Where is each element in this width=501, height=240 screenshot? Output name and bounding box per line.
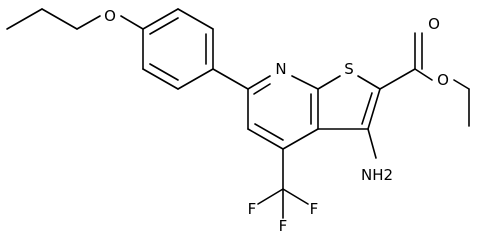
bond-ether-ring [120,15,144,30]
bond-thio-2 [357,75,381,90]
atom-label-fluorine-1: F [248,200,257,218]
bond-ester-1 [379,68,416,90]
bond-thio-3 [367,88,381,130]
atom-label-fluorine-2: F [310,200,319,218]
atom-label-carbonyl-oxygen: O [428,15,440,33]
atom-label-ring-sulfur: S [344,60,354,78]
bond-ester-2 [414,68,433,81]
bond-pyr-2 [291,75,319,90]
bond-propyl-1 [6,8,43,30]
atom-label-ether-oxygen: O [104,7,116,25]
bond-pyr-double-1 [253,83,271,95]
bond-cf3-f1 [257,188,284,205]
atom-label-fluorine-3: F [279,217,288,235]
bond-pyr-4 [282,128,319,150]
bond-phenyl-double-3 [149,63,179,81]
bond-pyr-5 [247,128,284,150]
bond-propyl-2 [41,8,78,30]
bond-thio-double [361,92,373,125]
bond-phenyl-2 [177,8,214,30]
bond-ester-3 [453,79,470,90]
bond-phenyl-double-1 [149,17,179,35]
atom-label-ester-oxygen: O [437,71,449,89]
bond-phenyl-5 [142,68,179,90]
bond-thio-1 [317,75,341,90]
bond-phenyl-1 [142,8,179,30]
bond-phenyl-pyridine [212,68,249,90]
bond-amino [367,128,377,159]
bond-cf3-f2 [282,188,309,205]
atom-label-ring-nitrogen: N [275,60,286,78]
bond-pyr-1 [247,75,271,90]
bond-pyr-double-3 [254,123,284,141]
atom-label-amino: NH2 [361,166,393,184]
bond-phenyl-4 [177,68,214,90]
bond-propyl-3 [76,15,101,30]
